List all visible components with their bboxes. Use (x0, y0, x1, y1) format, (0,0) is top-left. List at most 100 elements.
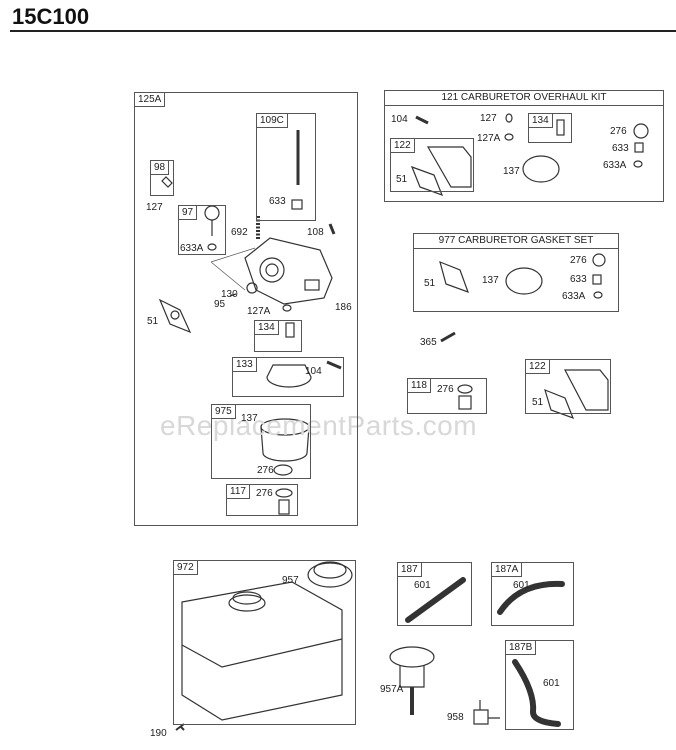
group-122-kit-box[interactable] (390, 138, 474, 192)
label-957A[interactable]: 957A (380, 684, 404, 695)
leader-line (210, 247, 256, 263)
group-118-tag[interactable]: 118 (407, 378, 431, 393)
gasket-51-part (158, 298, 192, 334)
group-117-tag[interactable]: 117 (226, 484, 250, 499)
label-108[interactable]: 108 (307, 227, 324, 238)
group-122-tag[interactable]: 122 (525, 359, 550, 374)
float-133-part (266, 364, 312, 388)
label-137[interactable]: 137 (241, 413, 258, 424)
seal-633b-part (634, 142, 644, 153)
gasket-set-title[interactable]: 977 CARBURETOR GASKET SET (414, 234, 618, 249)
group-187-box[interactable] (397, 562, 472, 626)
title-rule (10, 30, 676, 32)
seal-276e-part (457, 384, 473, 394)
seal-276c-part (633, 123, 649, 139)
label-601-187B[interactable]: 601 (543, 678, 560, 689)
seal-633Ac-part (593, 291, 603, 299)
leader-line (210, 261, 246, 291)
label-276-118[interactable]: 276 (437, 384, 454, 395)
label-276-117[interactable]: 276 (256, 488, 273, 499)
label-137-set[interactable]: 137 (482, 275, 499, 286)
label-51-kit[interactable]: 51 (396, 174, 408, 185)
seal-127b-part (505, 113, 513, 123)
jet-118-part (458, 395, 472, 410)
group-122-box[interactable] (525, 359, 611, 414)
group-977-box[interactable]: 977 CARBURETOR GASKET SET (413, 233, 619, 312)
label-633-set[interactable]: 633 (570, 274, 587, 285)
label-958[interactable]: 958 (447, 712, 464, 723)
label-365[interactable]: 365 (420, 337, 437, 348)
group-109C-box[interactable] (256, 113, 316, 221)
label-137-kit[interactable]: 137 (503, 166, 520, 177)
group-187A-box[interactable] (491, 562, 574, 626)
label-51[interactable]: 51 (147, 316, 159, 327)
label-127A-kit[interactable]: 127A (477, 133, 501, 144)
label-633[interactable]: 633 (269, 196, 286, 207)
seal-127A-part (282, 304, 292, 312)
hose-187B-part (512, 659, 561, 727)
label-633A-kit[interactable]: 633A (603, 160, 627, 171)
group-121-box[interactable]: 121 CARBURETOR OVERHAUL KIT (384, 90, 664, 202)
label-186[interactable]: 186 (335, 302, 352, 313)
insulator-122a-part (426, 146, 472, 188)
label-127-kit[interactable]: 127 (480, 113, 497, 124)
group-125A-tag[interactable]: 125A (134, 92, 166, 107)
group-975-box[interactable] (211, 404, 311, 479)
seal-276b-part (275, 488, 293, 498)
group-972-box[interactable] (173, 560, 356, 725)
gasket-51d-part (544, 388, 575, 420)
group-97-box[interactable] (178, 205, 226, 255)
group-187-tag[interactable]: 187 (397, 562, 422, 577)
label-276-kit[interactable]: 276 (610, 126, 627, 137)
label-276-set[interactable]: 276 (570, 255, 587, 266)
group-975-tag[interactable]: 975 (211, 404, 236, 419)
group-133-box[interactable] (232, 357, 344, 397)
label-130[interactable]: 130 (221, 289, 238, 300)
screw-98-part (161, 176, 173, 188)
group-118-box[interactable] (407, 378, 487, 414)
group-187B-tag[interactable]: 187B (505, 640, 537, 655)
washer-130-part (246, 282, 258, 294)
pin-95-part (229, 293, 237, 297)
label-104-kit[interactable]: 104 (391, 114, 408, 125)
seal-633Ab-part (633, 160, 643, 168)
label-51-122[interactable]: 51 (532, 397, 544, 408)
group-109C-tag[interactable]: 109C (256, 113, 288, 128)
overhaul-kit-title[interactable]: 121 CARBURETOR OVERHAUL KIT (385, 91, 663, 106)
group-133-tag[interactable]: 133 (232, 357, 257, 372)
label-633-kit[interactable]: 633 (612, 143, 629, 154)
label-692[interactable]: 692 (231, 227, 248, 238)
group-187B-box[interactable] (505, 640, 574, 730)
hose-187A-part (497, 580, 565, 615)
label-276[interactable]: 276 (257, 465, 274, 476)
ring-137c-part (505, 267, 543, 295)
group-98-tag[interactable]: 98 (150, 160, 170, 175)
gasket-51c-part (439, 260, 470, 294)
label-601-187A[interactable]: 601 (513, 580, 530, 591)
label-601-187[interactable]: 601 (414, 580, 431, 591)
group-125A-box[interactable] (134, 92, 358, 526)
label-957[interactable]: 957 (282, 575, 299, 586)
label-633A-set[interactable]: 633A (562, 291, 586, 302)
pin-104-part (326, 360, 342, 370)
pin-104b-part (415, 115, 429, 125)
group-134-kit-tag[interactable]: 134 (528, 113, 553, 128)
shutoff-valve-958-part (473, 700, 500, 725)
screw-108-part (328, 223, 336, 235)
group-122-kit-tag[interactable]: 122 (390, 138, 415, 153)
group-134-tag[interactable]: 134 (254, 320, 279, 335)
group-97-tag[interactable]: 97 (178, 205, 198, 220)
group-187A-tag[interactable]: 187A (491, 562, 523, 577)
label-190[interactable]: 190 (150, 728, 167, 739)
label-104[interactable]: 104 (305, 366, 322, 377)
label-51-set[interactable]: 51 (424, 278, 436, 289)
label-127[interactable]: 127 (146, 202, 163, 213)
ring-137b-part (522, 155, 560, 183)
group-117-box[interactable] (226, 484, 298, 516)
label-95[interactable]: 95 (214, 299, 226, 310)
label-127A[interactable]: 127A (247, 306, 271, 317)
nut-117-part (278, 499, 290, 515)
group-972-tag[interactable]: 972 (173, 560, 198, 575)
label-633A[interactable]: 633A (180, 243, 204, 254)
